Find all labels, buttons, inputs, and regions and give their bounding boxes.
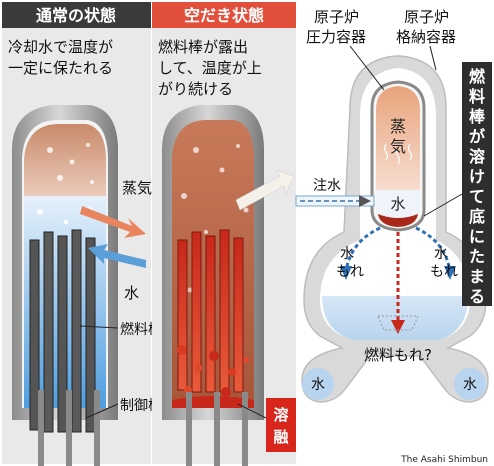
panel-boil-title: 空だき状態 [184, 6, 264, 25]
pressure-vessel [370, 80, 426, 232]
fuel-rods-boil [177, 229, 244, 393]
steam-out-arrow-boil [235, 169, 295, 211]
containment-label-line-2: 格納容器 [396, 28, 456, 46]
water-injection-line [295, 195, 375, 207]
leak-right-line-1: 水 [434, 246, 448, 262]
vertical-caption-box [462, 62, 492, 306]
label-water-normal: 水 [124, 284, 139, 302]
panel-normal-state: 通常の状態 冷却水で温度が 一定に保たれる [2, 2, 162, 466]
vertical-caption-char: に [469, 227, 485, 246]
water-in-arrow [88, 244, 146, 268]
credit: The Asahi Shimbun [400, 455, 488, 465]
leak-arrow-left [344, 226, 381, 273]
label-steam-normal: 蒸気 [122, 179, 152, 197]
leader-containment [429, 45, 437, 71]
panel-normal-desc-line-2: 一定に保たれる [8, 59, 113, 77]
control-rods-normal [38, 390, 100, 466]
torus-right [454, 368, 486, 400]
vertical-caption-char: る [469, 287, 485, 306]
panel-normal-desc-line-1: 冷却水で温度が [8, 38, 113, 56]
fuel-leak-label: 燃料もれ? [364, 346, 432, 364]
control-rods-boil [186, 392, 248, 466]
melt-badge [266, 398, 296, 452]
rpv-steam-zone [376, 86, 420, 190]
torus-left [302, 368, 334, 400]
vertical-caption-char: 棒 [469, 107, 486, 126]
label-fuel-rod: 燃料棒 [120, 321, 162, 338]
vertical-caption-char: て [469, 187, 485, 206]
leader-vertical-caption [423, 193, 463, 217]
panel-boil-desc-line-2: して、温度が上 [158, 59, 262, 77]
fuel-rods-normal [29, 229, 96, 433]
rpv-water-label: 水 [390, 195, 405, 213]
vertical-caption-char: 底 [469, 207, 485, 226]
melt-label-char-2: 融 [273, 428, 288, 446]
vertical-caption-char: た [469, 247, 485, 266]
rpv-steam-char-1: 蒸 [390, 117, 406, 136]
panel-boil-banner [152, 2, 296, 28]
steam-out-arrow [80, 206, 146, 238]
reactor-vessel-normal [12, 105, 118, 466]
panel-boil-dry-state: 空だき状態 燃料棒が露出 して、温度が上 がり続ける [152, 2, 296, 466]
leader-fuel-rod [79, 325, 119, 329]
vertical-caption-char: 料 [469, 87, 485, 106]
leak-left-line-2: もれ [336, 264, 364, 280]
leader-melt [237, 403, 267, 419]
vertical-caption-char: ま [469, 267, 485, 286]
leak-right-line-2: もれ [430, 264, 458, 280]
vertical-caption-char: 溶 [469, 147, 485, 166]
pressure-vessel-label-line-1: 原子炉 [314, 8, 359, 26]
pressure-vessel-label-line-2: 圧力容器 [306, 28, 366, 46]
panel-boil-desc-line-3: がり続ける [158, 80, 233, 98]
melt-drips [172, 345, 254, 408]
reactor-vessel-boil [162, 105, 264, 466]
torus-right-label: 水 [463, 377, 477, 393]
leader-control-rod [85, 403, 119, 419]
label-control-rod: 制御棒 [120, 398, 162, 414]
leak-arrow-right [415, 226, 452, 273]
leader-pressure-vessel [349, 45, 385, 91]
torus-left-label: 水 [311, 377, 325, 393]
rpv-steam-char-2: 気 [390, 137, 406, 156]
melt-label-char-1: 溶 [273, 406, 288, 424]
rpv-steam-waves [383, 143, 413, 165]
panel-containment: 蒸 気 水 注水 水 もれ 水 もれ 燃料もれ? 水 水 原子炉 圧力容器 原子… [295, 8, 492, 465]
suppression-pool [322, 296, 468, 340]
panel-boil-desc-line-1: 燃料棒が露出 [158, 38, 248, 56]
rpv-melt-pool [378, 214, 418, 227]
containment-label-line-1: 原子炉 [404, 8, 449, 26]
injection-label: 注水 [313, 178, 341, 194]
vertical-caption-char: が [469, 127, 485, 146]
leak-left-line-1: 水 [340, 246, 354, 262]
vertical-caption-char: け [469, 167, 485, 186]
vertical-caption-char: 燃 [469, 67, 486, 86]
panel-normal-banner [2, 2, 151, 28]
panel-normal-title: 通常の状態 [36, 6, 116, 25]
steam-zone-normal [24, 124, 106, 196]
